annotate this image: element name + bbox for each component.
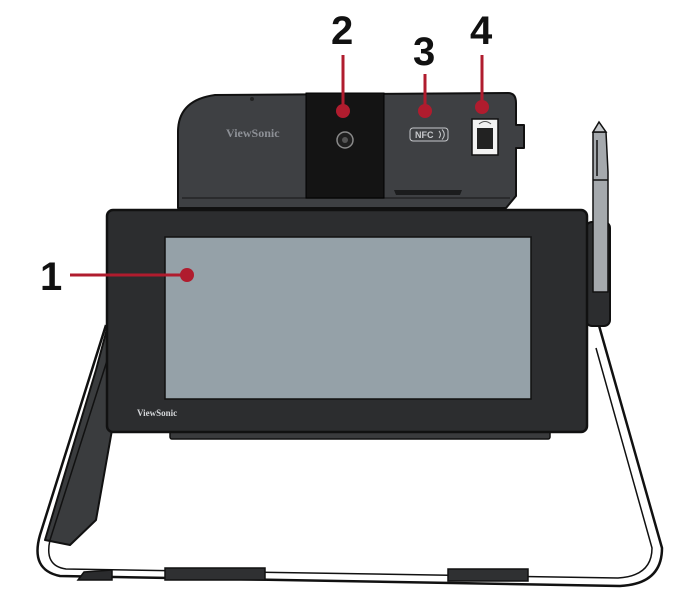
nfc-badge xyxy=(409,127,449,142)
callout-4: 4 xyxy=(470,9,493,114)
callout-3: 3 xyxy=(413,30,435,118)
top-brand-logo: ViewSonic xyxy=(226,126,280,140)
callout-number-3: 3 xyxy=(413,30,435,74)
bezel-brand-logo: ViewSonic xyxy=(137,408,177,418)
stand-frame xyxy=(36,321,664,588)
upper-housing: ViewSonic NFC xyxy=(177,92,525,209)
stylus xyxy=(585,120,611,327)
left-foot xyxy=(76,569,113,581)
stylus-tip xyxy=(591,120,608,133)
display: ViewSonic xyxy=(105,208,589,440)
fingerprint-sensor xyxy=(477,128,493,149)
callout-number-2: 2 xyxy=(331,9,353,53)
callouts: 1 2 3 4 xyxy=(40,9,493,299)
callout-dot-1 xyxy=(180,268,194,282)
right-foot xyxy=(447,568,529,582)
callout-dot-2 xyxy=(336,104,350,118)
callout-number-1: 1 xyxy=(40,255,62,299)
housing-slot xyxy=(394,190,462,195)
nfc-wave-icon xyxy=(438,129,445,140)
stand-frame-inner xyxy=(48,344,653,579)
callout-number-4: 4 xyxy=(470,9,493,53)
stand-left-panel xyxy=(44,324,113,546)
display-screen xyxy=(164,236,532,400)
callout-2: 2 xyxy=(331,9,353,118)
indicator-dot xyxy=(250,97,254,101)
callout-dot-4 xyxy=(475,100,489,114)
fingerprint-icon xyxy=(478,121,492,125)
camera-lens-inner xyxy=(342,137,348,143)
stylus-body xyxy=(592,131,609,293)
callout-dot-3 xyxy=(418,104,432,118)
nfc-label: NFC xyxy=(415,130,434,140)
stand xyxy=(36,321,664,588)
center-foot xyxy=(164,567,266,581)
callout-1: 1 xyxy=(40,255,194,299)
